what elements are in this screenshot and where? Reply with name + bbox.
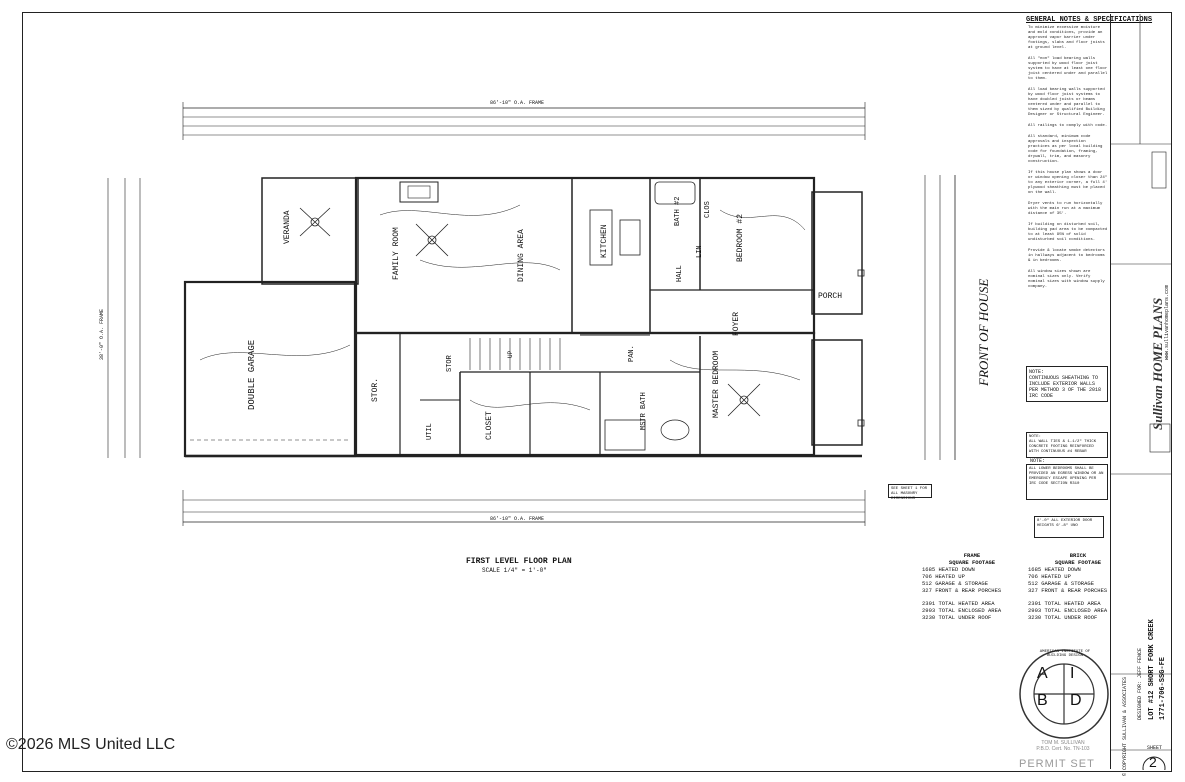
note-item: Provide & locate smoke detectors in hall… bbox=[1028, 249, 1105, 263]
note-item: All standard, minimum code approvals and… bbox=[1028, 135, 1103, 164]
room-label-lin: LIN bbox=[696, 245, 704, 258]
plan-title: FIRST LEVEL FLOOR PLAN bbox=[466, 557, 572, 566]
room-label-stor2: STOR bbox=[446, 355, 454, 372]
note-item: To minimize excessive moisture and mold … bbox=[1028, 26, 1105, 50]
room-label-master-bath: MSTR BATH bbox=[640, 392, 648, 430]
masonry-dim-note: SEE SHEET 1 FOR ALL MASONRY DIMENSIONS bbox=[888, 484, 932, 501]
room-label-stor: STOR. bbox=[371, 377, 380, 402]
room-label-hall: HALL bbox=[676, 265, 684, 282]
aibd-seal bbox=[1019, 649, 1109, 739]
brick-square-footage: BRICK SQUARE FOOTAGE 1685 HEATED DOWN 70… bbox=[1028, 552, 1108, 621]
title-block-lines bbox=[1110, 14, 1172, 770]
frame-square-footage: FRAME SQUARE FOOTAGE 1685 HEATED DOWN 70… bbox=[922, 552, 1002, 621]
note-item: All railings to comply with code. bbox=[1028, 124, 1108, 128]
room-label-bedroom2: BEDROOM #2 bbox=[736, 213, 745, 262]
room-label-foyer: FOYER bbox=[732, 311, 741, 336]
room-label-up: UP bbox=[507, 350, 514, 358]
company-website: www.sullivanhomeplans.com bbox=[1164, 284, 1170, 360]
sheet-label: SHEET bbox=[1147, 745, 1163, 751]
door-height-note: 8'-0" ALL EXTERIOR DOOR HEIGHTS 6'-8" UN… bbox=[1034, 516, 1104, 538]
seal-letter-i: I bbox=[1070, 665, 1075, 682]
note-item: If building on disturbed soil, building … bbox=[1028, 223, 1108, 242]
room-label-veranda: VERANDA bbox=[283, 210, 292, 244]
room-label-kitchen: KITCHEN bbox=[600, 224, 609, 258]
title-block bbox=[1110, 14, 1171, 769]
permit-set-label: PERMIT SET bbox=[1019, 758, 1095, 770]
room-label-dining-area: DINING AREA bbox=[517, 229, 526, 282]
room-label-pan: PAN. bbox=[628, 345, 636, 362]
general-notes-title: GENERAL NOTES & SPECIFICATIONS bbox=[1026, 16, 1153, 24]
sheet-number: 2 bbox=[1149, 754, 1157, 770]
egress-note-label: NOTE: bbox=[1030, 458, 1046, 464]
room-label-closet: CLOSET bbox=[485, 411, 494, 440]
room-label-family-room: FAMILY ROOM bbox=[392, 227, 401, 280]
seal-letter-b: B bbox=[1037, 692, 1048, 709]
seal-letter-d: D bbox=[1070, 692, 1082, 709]
overall-dimension-bottom: 86'-10" O.A. FRAME bbox=[490, 516, 545, 522]
overall-dimension-depth: 38'-0" O.A. FRAME bbox=[99, 308, 105, 360]
seal-ring-text: AMERICAN INSTITUTE OF BUILDING DESIGN bbox=[1039, 650, 1091, 658]
plan-scale: SCALE 1/4" = 1'-0" bbox=[482, 567, 547, 574]
seal-letter-a: A bbox=[1037, 665, 1048, 682]
note-item: If this house plan shows a door or windo… bbox=[1028, 171, 1108, 195]
note-item: All load bearing walls supported by wood… bbox=[1028, 88, 1105, 117]
general-notes: To minimize excessive moisture and mold … bbox=[1028, 26, 1108, 296]
room-label-double-garage: DOUBLE GARAGE bbox=[247, 339, 257, 410]
note-item: Dryer vents to run horizontally with the… bbox=[1028, 202, 1103, 216]
note-item: All "non" load bearing walls supported b… bbox=[1028, 57, 1108, 81]
room-label-master-bedroom: MASTER BEDROOM bbox=[712, 350, 721, 418]
sheet-border bbox=[22, 12, 1172, 772]
company-logo: Sullivan HOME PLANS bbox=[1150, 297, 1165, 430]
designed-for: DESIGNED FOR: JEFF FENCE bbox=[1137, 647, 1143, 720]
sheathing-note: NOTE: CONTINUOUS SHEATHING TO INCLUDE EX… bbox=[1026, 366, 1108, 402]
overall-dimension-top: 86'-10" O.A. FRAME bbox=[490, 100, 545, 106]
room-label-porch: PORCH bbox=[818, 292, 843, 301]
room-label-bath2: BATH #2 bbox=[674, 196, 682, 226]
egress-note: ALL LOWER BEDROOMS SHALL BE PROVIDED AN … bbox=[1026, 464, 1108, 500]
rebar-note: NOTE: ALL WALL TIES & 1-1/2" THICK CONCR… bbox=[1026, 432, 1108, 458]
copyright-block: © COPYRIGHT SULLIVAN & ASSOCIATES bbox=[1122, 676, 1128, 776]
seal-name: TOM M. SULLIVAN P.B.D. Cert. No. TN-103 bbox=[1036, 740, 1090, 752]
room-label-clos: CLOS bbox=[704, 201, 712, 218]
room-label-util: UTIL bbox=[426, 423, 434, 440]
note-item: All window sizes shown are nominal sizes… bbox=[1028, 270, 1105, 289]
mls-watermark: ©2026 MLS United LLC bbox=[6, 736, 176, 753]
